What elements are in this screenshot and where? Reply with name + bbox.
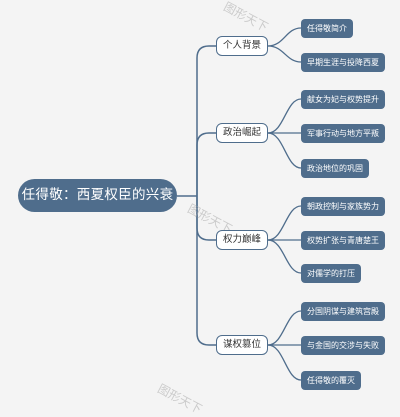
- branch-2[interactable]: 政治崛起: [216, 123, 268, 143]
- branch-1[interactable]: 个人背景: [216, 36, 268, 56]
- connector-leaf-2-1: [267, 98, 302, 134]
- connector-leaf-4-1: [267, 310, 302, 346]
- connector-branch-2: [196, 132, 216, 196]
- leaf-3-3[interactable]: 对儒学的打压: [301, 264, 361, 283]
- connector-leaf-1-2: [267, 45, 302, 63]
- root-topic[interactable]: 任得敬：西夏权臣的兴衰: [18, 179, 177, 212]
- leaf-1-1[interactable]: 任得敬简介: [301, 19, 353, 38]
- branch-4[interactable]: 谋权篡位: [216, 335, 268, 355]
- leaf-3-1[interactable]: 朝政控制与家族势力: [301, 197, 385, 216]
- connector-branch-1: [196, 45, 216, 196]
- leaf-2-3[interactable]: 政治地位的巩固: [301, 159, 369, 178]
- leaf-2-1[interactable]: 献女为妃与权势提升: [301, 90, 385, 109]
- leaf-4-1[interactable]: 分国阴谋与建筑宫殿: [301, 302, 385, 321]
- mind-map: 图形天下 图形天下 图形天下 任得敬：西夏权臣的兴衰 个人背景 政治崛起 权力巅…: [18, 0, 385, 416]
- branch-3[interactable]: 权力巅峰: [216, 230, 268, 250]
- connector-branch-4: [196, 196, 216, 346]
- connector-leaf-3-3: [267, 239, 302, 274]
- leaf-4-2[interactable]: 与金国的交涉与失败: [301, 336, 385, 355]
- leaf-3-2[interactable]: 权势扩张与青唐楚王: [301, 231, 385, 250]
- connector-leaf-1-1: [267, 27, 302, 47]
- leaf-2-2[interactable]: 军事行动与地方平叛: [301, 124, 385, 143]
- connector-leaf-2-3: [267, 132, 302, 169]
- leaf-4-3[interactable]: 任得敬的覆灭: [301, 371, 361, 390]
- connector-leaf-3-1: [267, 205, 302, 241]
- connector-leaf-4-3: [267, 344, 302, 381]
- connector-lines: [177, 27, 302, 381]
- leaf-1-2[interactable]: 早期生涯与投降西夏: [301, 53, 385, 72]
